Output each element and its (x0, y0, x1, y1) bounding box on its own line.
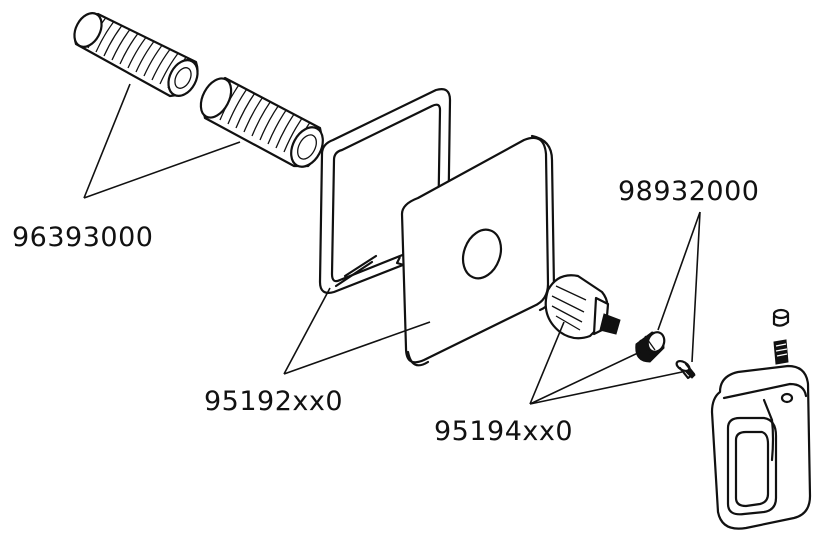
leader-lines-sleeves (83, 83, 241, 199)
grub-screw-top (772, 308, 790, 327)
label-sleeves: 96393000 (12, 222, 154, 253)
threaded-sleeve-front (199, 76, 324, 168)
valve-cartridge (544, 274, 621, 340)
leader-lines-screws (657, 211, 701, 363)
label-screws: 98932000 (618, 176, 760, 207)
set-screw (635, 331, 666, 363)
label-cover-plate: 95192xx0 (204, 386, 344, 417)
lever-handle (710, 364, 812, 530)
label-valve-set: 95194xx0 (434, 416, 574, 447)
grub-screw-threaded (773, 339, 789, 365)
leader-lines-valve-set (529, 321, 683, 405)
leader-lines-cover-plate (283, 287, 431, 375)
cover-plate (395, 134, 556, 367)
small-screw (675, 359, 696, 380)
threaded-sleeve-back (73, 12, 199, 98)
